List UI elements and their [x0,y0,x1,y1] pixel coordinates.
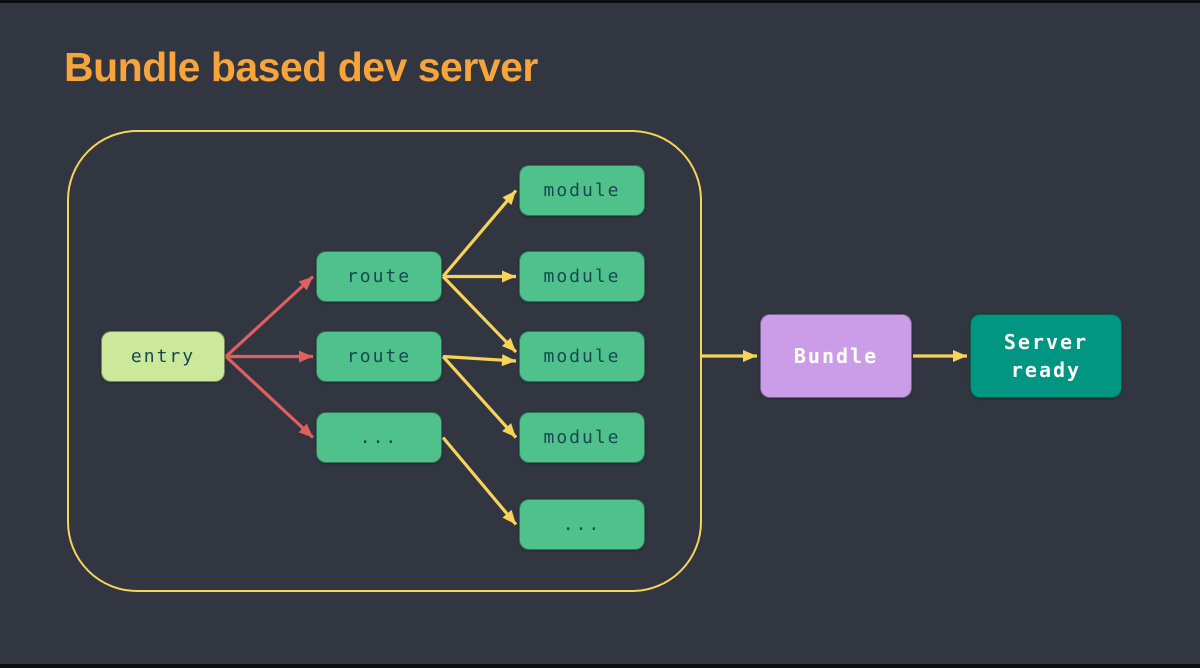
module-node-3: module [519,331,645,382]
module-node-1: module [519,165,645,216]
module-ellipsis-node: ... [519,499,645,550]
server-ready-node: Server ready [970,314,1122,398]
module-node-2: module [519,251,645,302]
page-title: Bundle based dev server [64,44,538,90]
letterbox-top [0,0,1200,3]
entry-node: entry [101,331,225,382]
dev-server-frame [67,130,702,592]
route-node-2: route [316,331,442,382]
bundle-node: Bundle [760,314,912,398]
module-node-4: module [519,412,645,463]
route-node-1: route [316,251,442,302]
letterbox-bottom [0,664,1200,668]
route-ellipsis-node: ... [316,412,442,463]
